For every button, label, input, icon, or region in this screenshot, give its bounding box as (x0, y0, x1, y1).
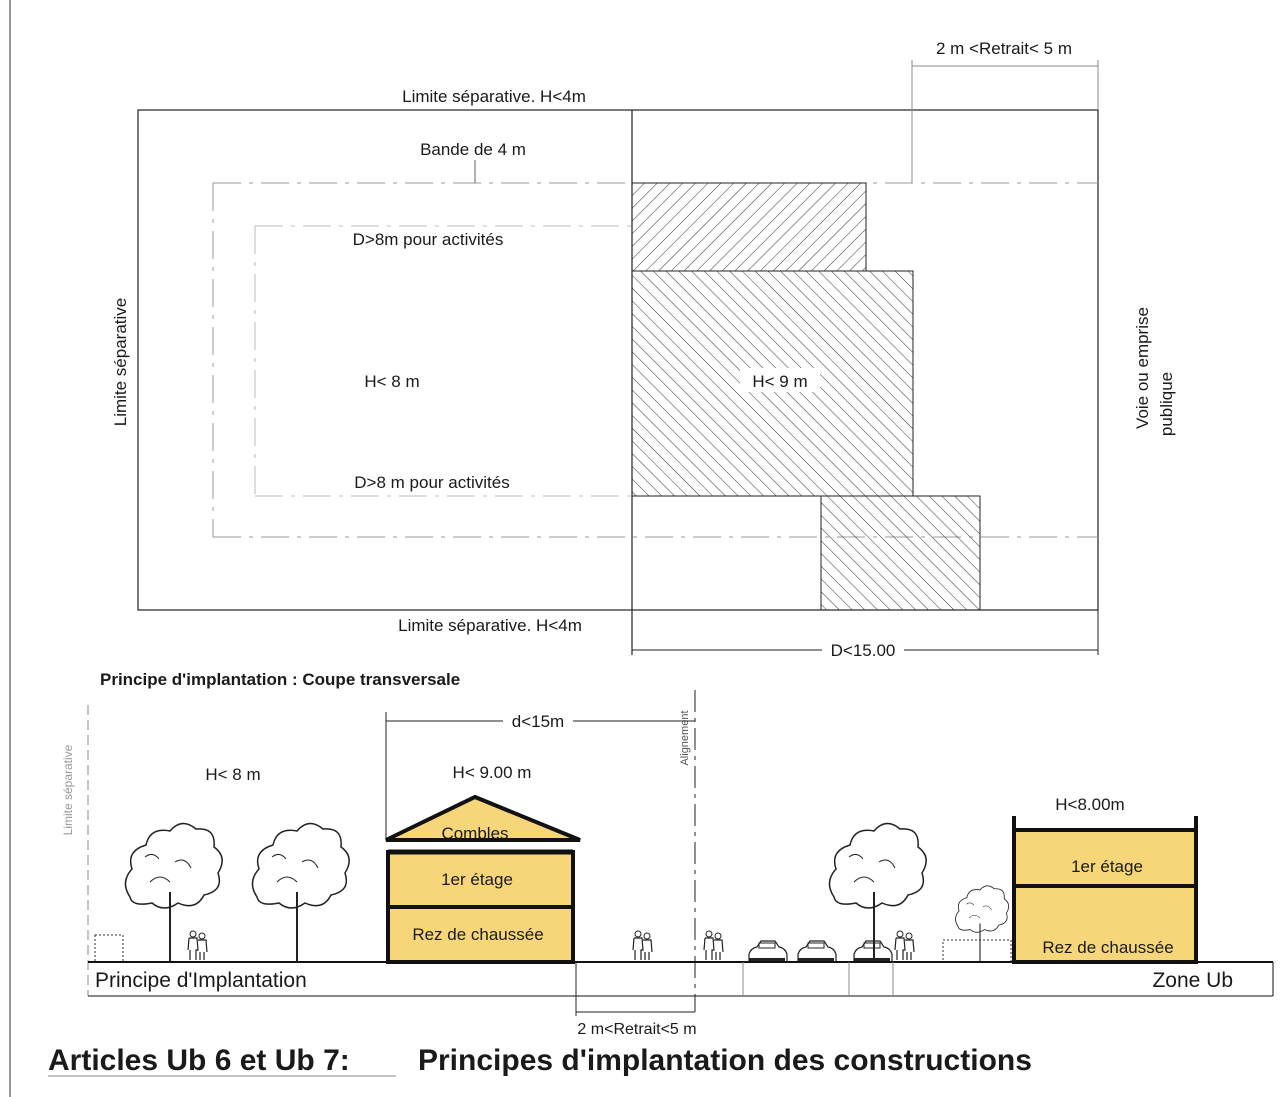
tree-icon (251, 822, 351, 963)
small-tree-icon (954, 885, 1010, 963)
house-roof (385, 794, 581, 842)
car-icon (748, 940, 788, 963)
voie-label-line2: publique (1157, 372, 1176, 436)
label-bg (822, 640, 904, 660)
floor-combles: Combles (441, 824, 508, 843)
articles-label: Articles Ub 6 et Ub 7: (48, 1044, 350, 1077)
limite-top-label: Limite séparative. H<4m (402, 87, 586, 106)
limite-left-label: Limite séparative (111, 298, 130, 427)
section-title: Principe d'implantation : Coupe transver… (100, 670, 460, 689)
voie-label-line1: Voie ou emprise (1133, 307, 1152, 429)
label-bg (503, 711, 573, 731)
ground-left-label: Principe d'Implantation (95, 969, 307, 992)
activites-top-label: D>8m pour activités (353, 230, 504, 249)
car-icon (797, 940, 837, 963)
hedge-icon (94, 934, 124, 963)
house-building: Combles 1er étage Rez de chaussée (385, 794, 581, 964)
h-left-plan-label: H< 8 m (364, 372, 419, 391)
pedestrians-icon (187, 930, 208, 961)
activites-bottom-label: D>8 m pour activités (354, 473, 509, 492)
right-building: 1er étage Rez de chaussée (1012, 816, 1198, 964)
tree-icon (124, 822, 224, 963)
footer-title: Articles Ub 6 et Ub 7: Principes d'impla… (48, 1044, 1032, 1077)
d-section-label: d<15m (512, 712, 564, 731)
h-left-section-label: H< 8 m (205, 765, 260, 784)
label-bg (740, 368, 820, 392)
pedestrians-icon (632, 930, 653, 961)
limite-vertical-label: Limite séparative (61, 744, 75, 835)
h-house-label: H< 9.00 m (453, 763, 532, 782)
plan-view: 2 m <Retrait< 5 m Limite séparative. H<4… (111, 39, 1176, 660)
d-dimension-label: D<15.00 (831, 641, 896, 660)
section-view: Principe d'implantation : Coupe transver… (61, 670, 1274, 1038)
pedestrians-icon (894, 930, 915, 961)
h-right-label: H<8.00m (1055, 795, 1124, 814)
bande-label: Bande de 4 m (420, 140, 526, 159)
retrait-bottom-label: 2 m<Retrait<5 m (577, 1021, 696, 1038)
floor-1er-etage: 1er étage (441, 870, 513, 889)
right-floor-1er-etage: 1er étage (1071, 857, 1143, 876)
ground-right-label: Zone Ub (1152, 969, 1233, 992)
floor-rez-de-chaussee: Rez de chaussée (412, 925, 543, 944)
building-hatch-top (631, 182, 867, 272)
hedge-icon (942, 939, 1012, 963)
right-floor-rez-de-chaussee: Rez de chaussée (1042, 938, 1173, 957)
alignement-label: Alignement (679, 710, 691, 765)
label-bg (368, 613, 618, 637)
limite-bottom-label: Limite séparative. H<4m (398, 616, 582, 635)
building-hatch-bottom (820, 495, 981, 611)
parcel-outline (137, 109, 1099, 611)
label-bg (370, 84, 620, 108)
principes-label: Principes d'implantation des constructio… (418, 1044, 1032, 1077)
retrait-top-label: 2 m <Retrait< 5 m (936, 39, 1072, 58)
pedestrians-icon (703, 930, 724, 961)
h-center-plan-label: H< 9 m (752, 372, 807, 391)
